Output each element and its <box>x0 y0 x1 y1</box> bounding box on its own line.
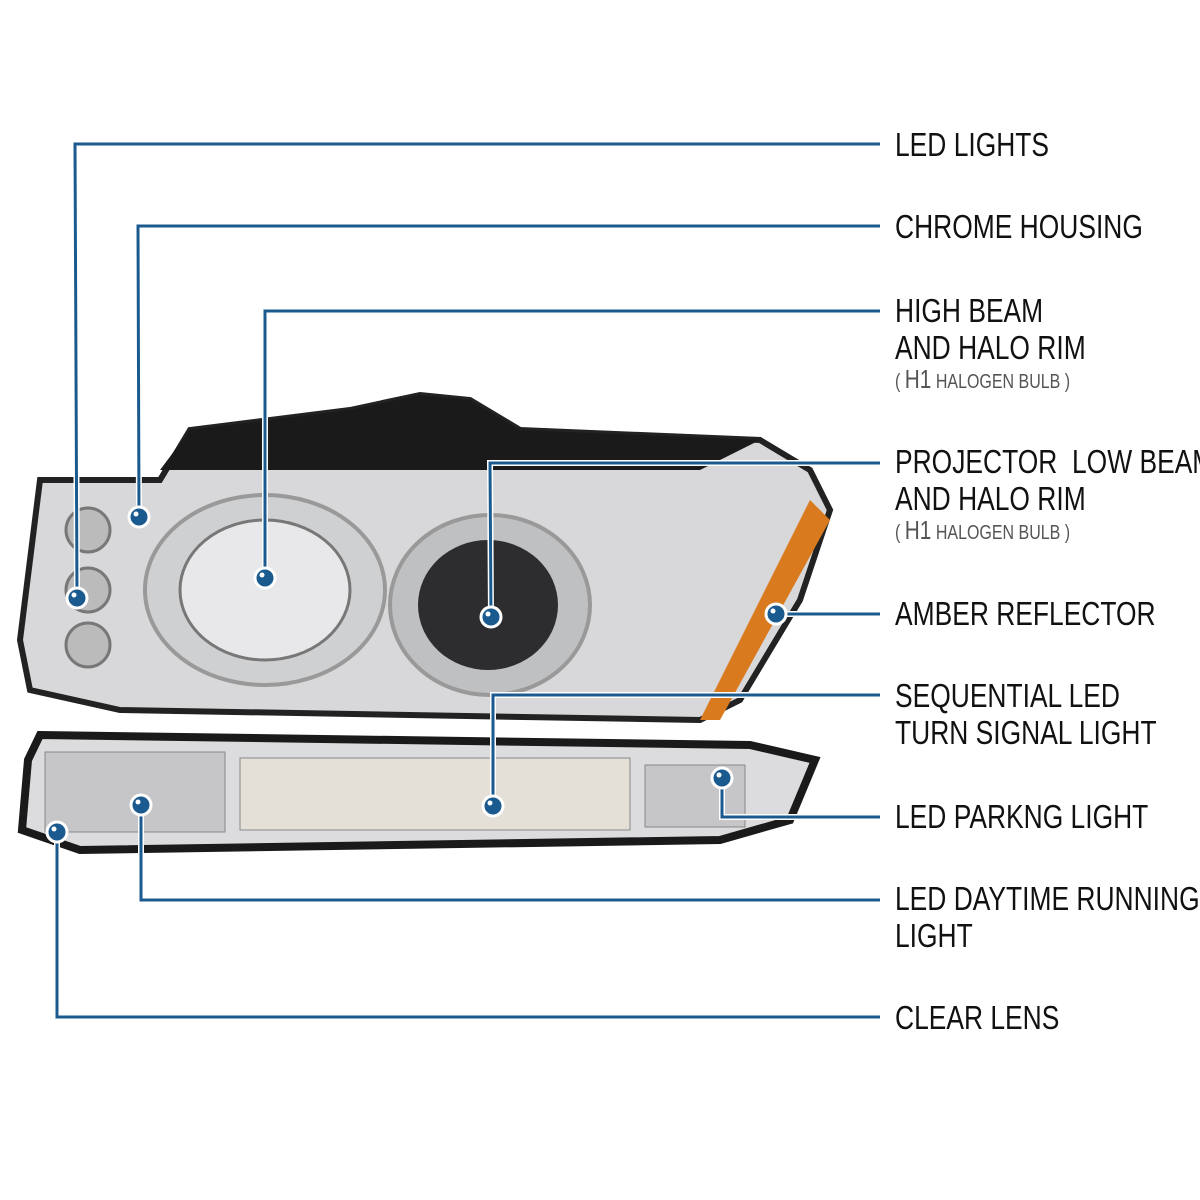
leader-high-beam <box>253 308 880 590</box>
callout-dot <box>65 586 89 610</box>
label-led-parking-light: LED PARKNG LIGHT <box>895 798 1149 835</box>
callout-dot <box>45 820 69 844</box>
leader-parking <box>710 766 880 820</box>
leader-chrome-housing <box>127 223 880 529</box>
callout-dot <box>129 793 153 817</box>
leader-clear-lens <box>45 820 880 1020</box>
label-led-lights: LED LIGHTS <box>895 126 1050 163</box>
label-clear-lens: CLEAR LENS <box>895 999 1060 1036</box>
leader-led-lights <box>65 141 880 610</box>
label-chrome-housing: CHROME HOUSING <box>895 208 1143 245</box>
callout-dot <box>127 505 151 529</box>
leader-amber-reflector <box>764 602 880 626</box>
callout-dot <box>253 566 277 590</box>
callout-dot <box>764 602 788 626</box>
headlight-image <box>16 391 834 855</box>
callout-dot <box>710 766 734 790</box>
label-amber-reflector: AMBER REFLECTOR <box>895 595 1156 632</box>
callout-dot <box>481 794 505 818</box>
leader-sequential <box>481 692 880 818</box>
leader-drl <box>129 793 880 903</box>
leader-projector <box>479 460 880 629</box>
bulb-note: ( H1 HALOGEN BULB ) <box>895 364 1071 394</box>
callout-dot <box>479 605 503 629</box>
bulb-note: ( H1 HALOGEN BULB ) <box>895 515 1071 545</box>
